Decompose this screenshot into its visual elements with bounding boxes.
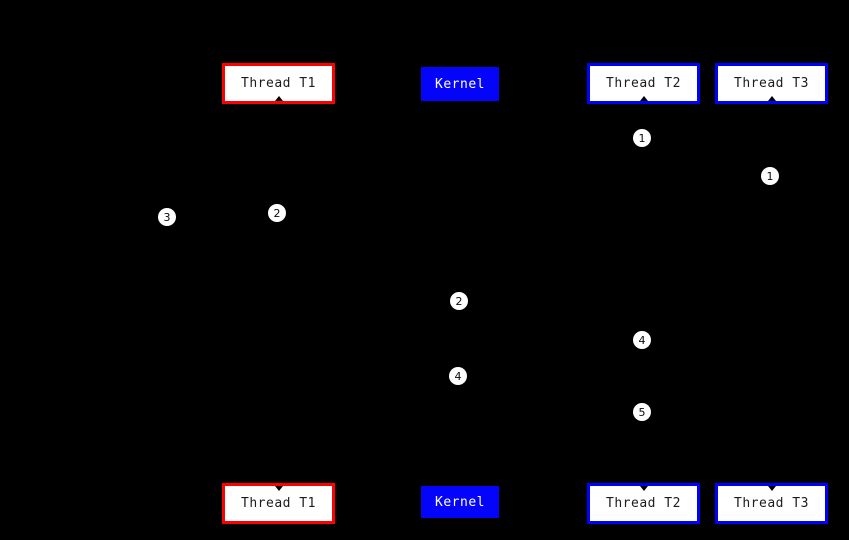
actor-label-thread-t3-top: Thread T3 bbox=[734, 76, 809, 91]
lifeline-notch-icon bbox=[767, 96, 776, 101]
lifeline-notch-icon bbox=[274, 486, 283, 491]
lifeline-notch-icon bbox=[767, 486, 776, 491]
actor-box-thread-t3-bottom: Thread T3 bbox=[715, 483, 828, 524]
event-marker-1: 1 bbox=[761, 167, 779, 185]
actor-label-thread-t1-bottom: Thread T1 bbox=[241, 496, 316, 511]
actor-label-thread-t1-top: Thread T1 bbox=[241, 76, 316, 91]
event-marker-4: 4 bbox=[449, 367, 467, 385]
lifeline-thread-t1 bbox=[277, 104, 278, 483]
actor-box-thread-t1-bottom: Thread T1 bbox=[222, 483, 335, 524]
event-marker-1: 1 bbox=[633, 129, 651, 147]
actor-label-thread-t2-top: Thread T2 bbox=[606, 76, 681, 91]
lifeline-thread-t2 bbox=[642, 104, 643, 483]
lifeline-thread-t3 bbox=[770, 104, 771, 483]
actor-box-kernel-bottom: Kernel bbox=[421, 486, 499, 518]
lifeline-notch-icon bbox=[639, 486, 648, 491]
event-marker-3: 3 bbox=[158, 208, 176, 226]
actor-box-thread-t3-top: Thread T3 bbox=[715, 63, 828, 104]
actor-label-thread-t3-bottom: Thread T3 bbox=[734, 496, 809, 511]
event-marker-4: 4 bbox=[633, 331, 651, 349]
event-marker-2: 2 bbox=[268, 204, 286, 222]
event-marker-5: 5 bbox=[633, 403, 651, 421]
lifeline-notch-icon bbox=[639, 96, 648, 101]
actor-box-thread-t2-bottom: Thread T2 bbox=[587, 483, 700, 524]
actor-label-kernel-top: Kernel bbox=[435, 76, 485, 92]
actor-box-kernel-top: Kernel bbox=[421, 67, 499, 101]
actor-label-thread-t2-bottom: Thread T2 bbox=[606, 496, 681, 511]
actor-box-thread-t1-top: Thread T1 bbox=[222, 63, 335, 104]
actor-box-thread-t2-top: Thread T2 bbox=[587, 63, 700, 104]
lifeline-notch-icon bbox=[274, 96, 283, 101]
event-marker-2: 2 bbox=[450, 292, 468, 310]
actor-label-kernel-bottom: Kernel bbox=[435, 494, 485, 510]
